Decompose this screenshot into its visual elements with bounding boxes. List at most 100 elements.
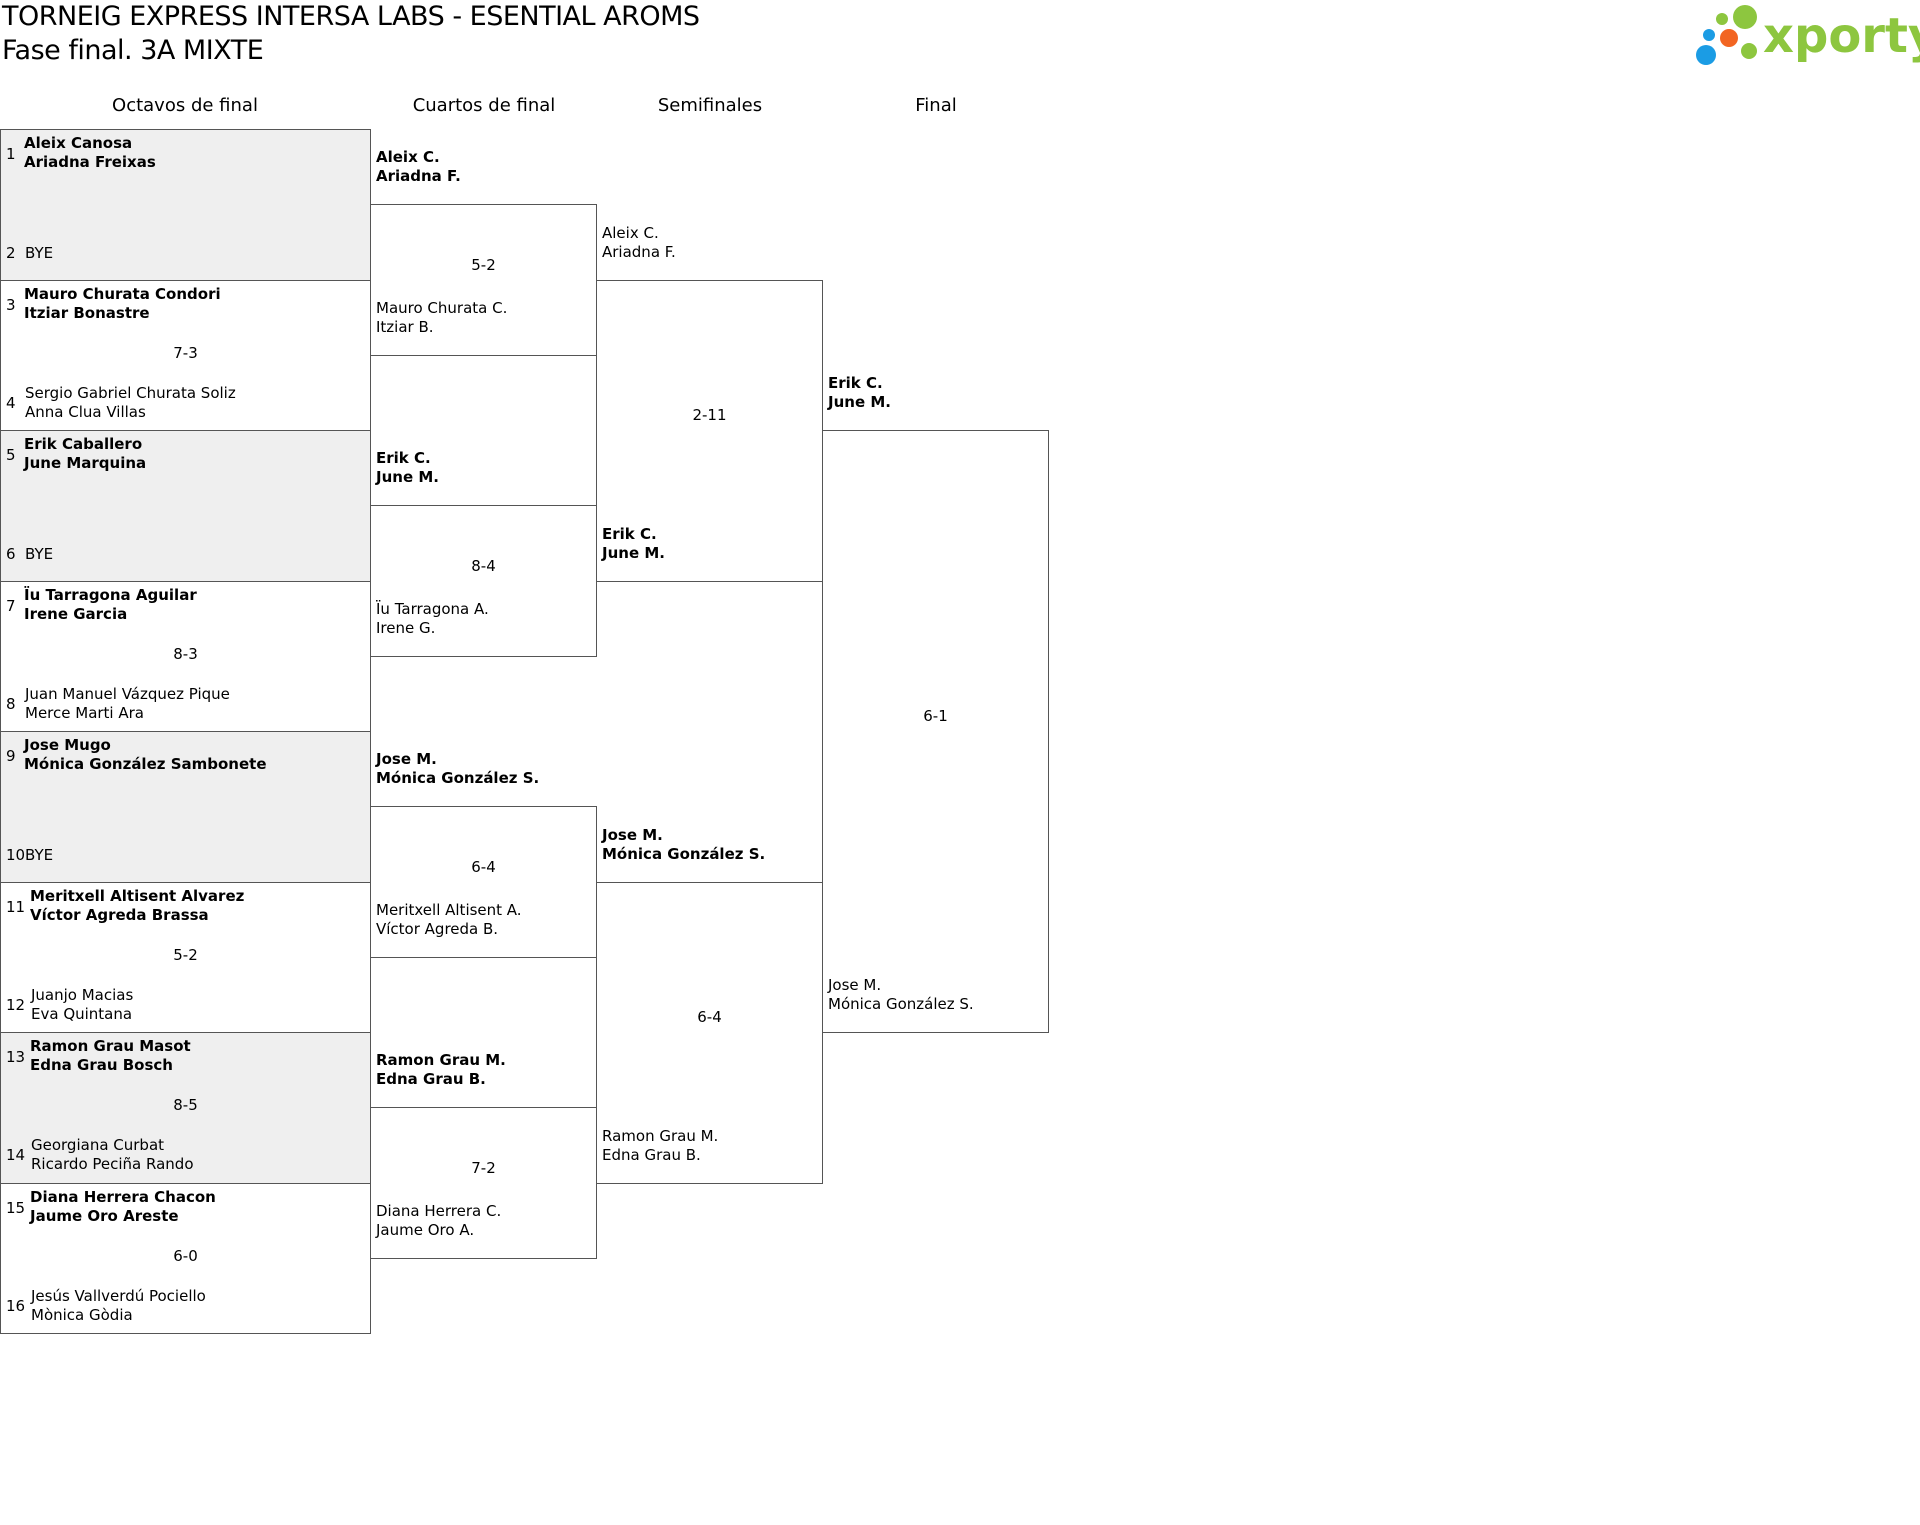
player-name: June M. [602, 543, 665, 562]
player-name: BYE [25, 846, 54, 864]
player-name: June M. [376, 468, 439, 487]
logo-dot-orange [1720, 29, 1738, 47]
seed-number: 8 [6, 694, 16, 713]
logo-dot-green-bottom [1741, 43, 1757, 59]
player-name: Aleix Canosa [24, 134, 133, 152]
logo-dot-green-small [1716, 13, 1728, 25]
match-score: 8-5 [173, 1096, 198, 1114]
player-name: Irene Garcia [24, 604, 128, 623]
match-score: 6-4 [471, 857, 496, 876]
player-name: BYE [25, 545, 54, 563]
seed-number: 5 [6, 446, 16, 464]
r16-match-box [0, 731, 371, 883]
player-name: Meritxell Altisent Alvarez [30, 886, 245, 905]
logo-text: xporty [1763, 8, 1920, 64]
player-name: Jose M. [602, 825, 663, 844]
seed-number: 4 [6, 393, 16, 412]
player-name: Jaume Oro A. [376, 1220, 475, 1239]
match-score: 7-3 [173, 343, 198, 362]
player-name: Víctor Agreda B. [376, 919, 499, 938]
match-score: 6-4 [697, 1008, 722, 1026]
round-header-2: Semifinales [657, 95, 763, 116]
player-name: Merce Marti Ara [25, 703, 144, 722]
match-score: 8-3 [173, 644, 198, 663]
r16-match-box [0, 430, 371, 582]
player-name: Ïu Tarragona Aguilar [24, 585, 197, 604]
seed-number: 6 [6, 545, 16, 563]
player-name: Ariadna Freixas [24, 153, 156, 171]
match-score: 5-2 [173, 945, 198, 964]
player-name: Meritxell Altisent A. [376, 900, 522, 919]
round-header-0: Octavos de final [112, 95, 258, 116]
player-name: Jesús Vallverdú Pociello [31, 1286, 206, 1305]
r16-match-box [0, 1032, 371, 1184]
player-name: Mauro Churata C. [376, 298, 508, 317]
player-name: Itziar Bonastre [24, 303, 150, 322]
player-name: Ramon Grau M. [376, 1051, 506, 1070]
player-name: Mònica Gòdia [31, 1305, 133, 1324]
player-name: Juanjo Macias [31, 985, 134, 1004]
player-name: Mauro Churata Condori [24, 284, 221, 303]
match-score: 7-2 [471, 1158, 496, 1177]
seed-number: 14 [6, 1146, 26, 1164]
logo-dot-blue-large [1696, 45, 1716, 65]
seed-number: 7 [6, 596, 16, 615]
seed-number: 1 [6, 145, 16, 163]
player-name: Ïu Tarragona A. [376, 599, 489, 618]
seed-number: 2 [6, 244, 16, 262]
player-name: Eva Quintana [31, 1004, 133, 1023]
player-name: Ramon Grau Masot [30, 1037, 191, 1055]
player-name: Ramon Grau M. [602, 1126, 719, 1145]
player-name: Erik Caballero [24, 435, 143, 453]
logo-dot-green-large [1733, 5, 1757, 29]
r16-match-box [0, 129, 371, 281]
seed-number: 10 [6, 846, 26, 864]
player-name: Ariadna F. [602, 242, 676, 261]
player-name: Edna Grau B. [376, 1070, 486, 1089]
player-name: Erik C. [828, 374, 883, 392]
player-name: Aleix C. [376, 148, 440, 167]
logo-dot-blue-small [1703, 29, 1715, 41]
player-name: Mónica González S. [602, 844, 766, 863]
player-name: Jose Mugo [24, 736, 111, 754]
player-name: Mónica González Sambonete [24, 755, 267, 773]
seed-number: 13 [6, 1048, 26, 1066]
player-name: Jaume Oro Areste [30, 1206, 179, 1225]
player-name: Aleix C. [602, 223, 659, 242]
match-score: 6-0 [173, 1246, 198, 1265]
seed-number: 15 [6, 1198, 26, 1217]
match-score: 6-1 [923, 707, 948, 725]
player-name: Juan Manuel Vázquez Pique [25, 684, 230, 703]
player-name: Ricardo Peciña Rando [31, 1155, 194, 1173]
player-name: Víctor Agreda Brassa [30, 905, 209, 924]
player-name: June Marquina [24, 454, 147, 472]
seed-number: 16 [6, 1296, 26, 1315]
round-header-1: Cuartos de final [412, 95, 556, 116]
player-name: Irene G. [376, 618, 436, 637]
seed-number: 11 [6, 897, 26, 916]
player-name: June M. [828, 393, 891, 411]
xporty-logo: xporty [1696, 5, 1920, 65]
phase-subtitle: Fase final. 3A MIXTE [2, 35, 264, 66]
match-score: 8-4 [471, 556, 496, 575]
player-name: Jose M. [376, 750, 437, 769]
round-header-3: Final [915, 95, 957, 116]
player-name: Mónica González S. [376, 769, 540, 788]
player-name: Jose M. [828, 976, 882, 994]
player-name: Edna Grau B. [602, 1145, 701, 1164]
player-name: Diana Herrera Chacon [30, 1187, 216, 1206]
player-name: Anna Clua Villas [25, 402, 146, 421]
match-score: 5-2 [471, 255, 496, 274]
player-name: Georgiana Curbat [31, 1136, 165, 1154]
player-name: Erik C. [376, 449, 431, 468]
player-name: Edna Grau Bosch [30, 1056, 173, 1074]
tournament-title: TORNEIG EXPRESS INTERSA LABS - ESENTIAL … [2, 1, 700, 32]
player-name: BYE [25, 244, 54, 262]
player-name: Itziar B. [376, 317, 434, 336]
player-name: Ariadna F. [376, 167, 461, 186]
seed-number: 9 [6, 747, 16, 765]
player-name: Mónica González S. [828, 995, 974, 1013]
match-score: 2-11 [692, 406, 727, 424]
player-name: Erik C. [602, 524, 657, 543]
player-name: Sergio Gabriel Churata Soliz [25, 383, 236, 402]
